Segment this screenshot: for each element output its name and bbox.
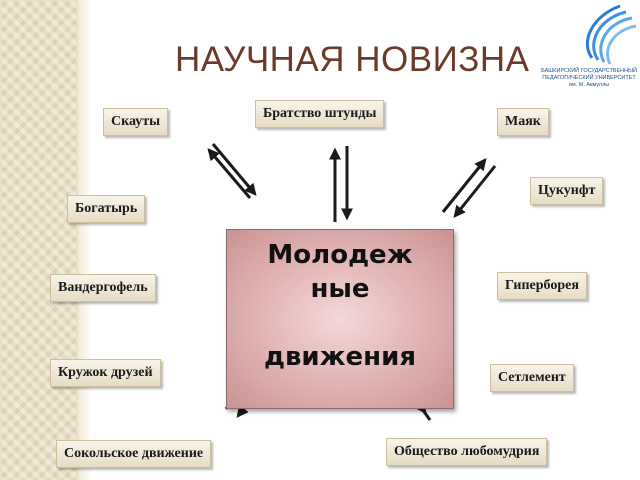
arrow-pair-left-top	[207, 143, 257, 199]
node-setlement: Сетлемент	[490, 364, 574, 392]
node-bratstvo-shtundy: Братство штунды	[255, 100, 385, 128]
central-node-youth-movements: Молодеж ные движения	[226, 229, 454, 409]
central-node-label: Молодеж ные движения	[263, 240, 417, 372]
slide-title: НАУЧНАЯ НОВИЗНА	[175, 40, 530, 79]
university-logo-caption: БАШКИРСКИЙ ГОСУДАРСТВЕННЫЙ ПЕДАГОГИЧЕСКИ…	[541, 68, 637, 88]
node-obshchestvo-lyubomudriya: Общество любомудрия	[386, 438, 548, 466]
node-skauty: Скауты	[103, 108, 169, 136]
node-giperboreya: Гиперборея	[497, 272, 587, 300]
university-logo-icon	[585, 4, 637, 65]
arrow-pair-center-top	[329, 146, 353, 222]
node-mayak: Маяк	[497, 108, 549, 136]
decorative-side-stripe	[0, 0, 78, 480]
arrow-pair-right-top	[441, 158, 497, 218]
node-tsukunft: Цукунфт	[530, 177, 604, 205]
node-bogatyr: Богатырь	[67, 195, 146, 223]
node-vandergofel: Вандергофель	[50, 274, 156, 302]
node-kruzhok-druzey: Кружок друзей	[50, 359, 161, 387]
node-sokolskoe-dvizhenie: Сокольское движение	[56, 440, 212, 468]
